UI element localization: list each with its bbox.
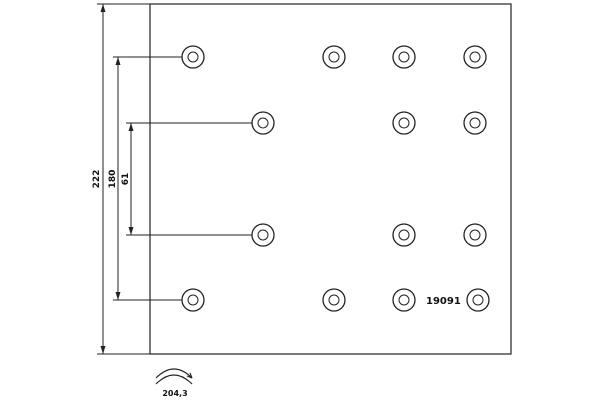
rivet-hole (463, 223, 487, 247)
rivet-hole (463, 45, 487, 69)
part-number: 19091 (426, 296, 461, 307)
rivet-hole (322, 45, 346, 69)
rivet-hole (181, 45, 205, 69)
rivet-hole (392, 223, 416, 247)
rivet-hole (181, 288, 205, 312)
dimension-label-arc-width: 204,3 (162, 389, 187, 398)
rivet-hole (392, 45, 416, 69)
rivet-hole (251, 111, 275, 135)
dimension-label-outer-rivet-span: 180 (108, 170, 118, 189)
dimension-inner-rivet-span (126, 122, 252, 236)
dimension-label-inner-rivet-span: 61 (121, 173, 131, 186)
rivet-hole (322, 288, 346, 312)
dimension-outer-rivet-span (113, 56, 182, 301)
arc-curvature-icon (155, 368, 193, 385)
rivet-hole (466, 288, 490, 312)
rivet-hole (392, 111, 416, 135)
rivet-holes (181, 45, 490, 312)
lining-outline (149, 3, 512, 355)
dimension-overall-height (97, 3, 150, 355)
dimension-label-overall-height: 222 (92, 170, 102, 189)
rivet-hole (463, 111, 487, 135)
rivet-hole (392, 288, 416, 312)
rivet-hole (251, 223, 275, 247)
